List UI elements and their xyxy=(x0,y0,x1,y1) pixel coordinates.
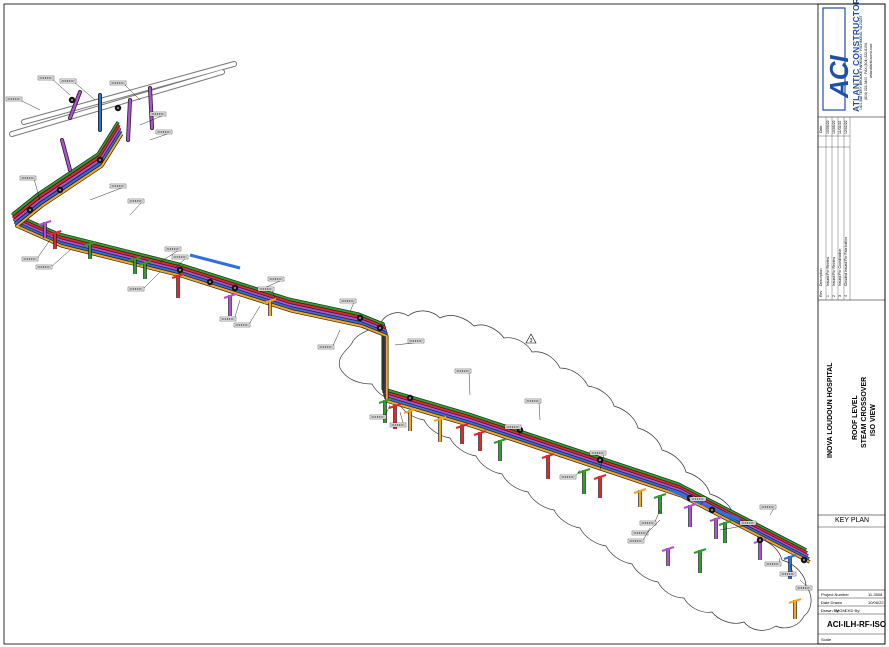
revision-cloud xyxy=(338,310,812,631)
valves xyxy=(26,96,808,564)
project-client: INOVA LOUDOUN HOSPITAL xyxy=(827,362,834,458)
revision-row-1-desc: Issued For Review xyxy=(826,257,830,286)
key-plan-label: KEY PLAN xyxy=(835,517,870,524)
pipe-runs xyxy=(11,86,811,564)
revision-row-1-date: 10/06/22 xyxy=(826,120,830,134)
project-title-line3: ISO VIEW xyxy=(870,404,877,436)
pipe-outline xyxy=(11,121,807,552)
revision-row-3-date: 11/02/22 xyxy=(838,120,842,134)
drawn-by-label: Drawn By: xyxy=(821,608,840,613)
revision-row-2-desc: Issued For Review xyxy=(832,257,836,286)
revision-row-4-desc: Clouded Issued For Fabrication xyxy=(844,237,848,286)
revision-triangle xyxy=(525,333,537,344)
company-web: www.atlanticconst.com xyxy=(869,43,873,78)
pipe-run xyxy=(15,133,811,563)
revision-header-rev: Rev xyxy=(819,290,823,297)
revision-row-1-rev: 1 xyxy=(826,295,830,297)
revision-table-grid xyxy=(818,117,851,300)
logo-box xyxy=(822,7,846,111)
revision-row-3-rev: 3 xyxy=(838,295,842,297)
scale-label: Scale xyxy=(821,637,832,642)
ckd-by-label: CKD By: xyxy=(845,608,861,613)
revision-header-description: Description xyxy=(819,268,823,286)
revision-row-2-rev: 2 xyxy=(832,295,836,297)
title-block-border xyxy=(817,3,886,645)
revision-row-4-rev: 4 xyxy=(844,295,848,297)
date-drawn: 10/06/22 xyxy=(868,600,884,605)
project-number-label: Project Number xyxy=(821,592,849,597)
revision-row-4-date: 12/02/22 xyxy=(844,120,848,134)
revision-header-date: Date xyxy=(819,125,823,133)
drawn-by: MGM xyxy=(836,608,846,613)
company-address: 1401 BATTERY BROOKE PARKWAY · RICHMOND, … xyxy=(859,15,863,110)
pipe-run xyxy=(14,130,810,560)
revision-triangle-number: 3 xyxy=(530,338,533,344)
pipe-frame xyxy=(189,253,241,270)
project-title-line2: STEAM CROSSOVER xyxy=(861,376,868,448)
project-number: 11-3008 xyxy=(868,592,883,597)
pipe-run xyxy=(12,121,807,551)
date-drawn-label: Date Drawn xyxy=(821,600,843,605)
revision-row-2-date: 10/06/22 xyxy=(832,120,836,134)
company-phone: (804) 222-3400 · FAX (804) 222-8154 xyxy=(864,43,868,100)
callout-labels xyxy=(5,75,813,591)
pipe-frame xyxy=(669,488,741,522)
pipe-drops xyxy=(38,219,802,619)
project-title-line1: ROOF LEVEL xyxy=(852,395,859,440)
company-logo: ACI xyxy=(824,56,854,98)
drawing-number: ACI-ILH-RF-ISO xyxy=(827,620,887,629)
revision-row-3-desc: Issued For Coordination xyxy=(838,248,842,286)
